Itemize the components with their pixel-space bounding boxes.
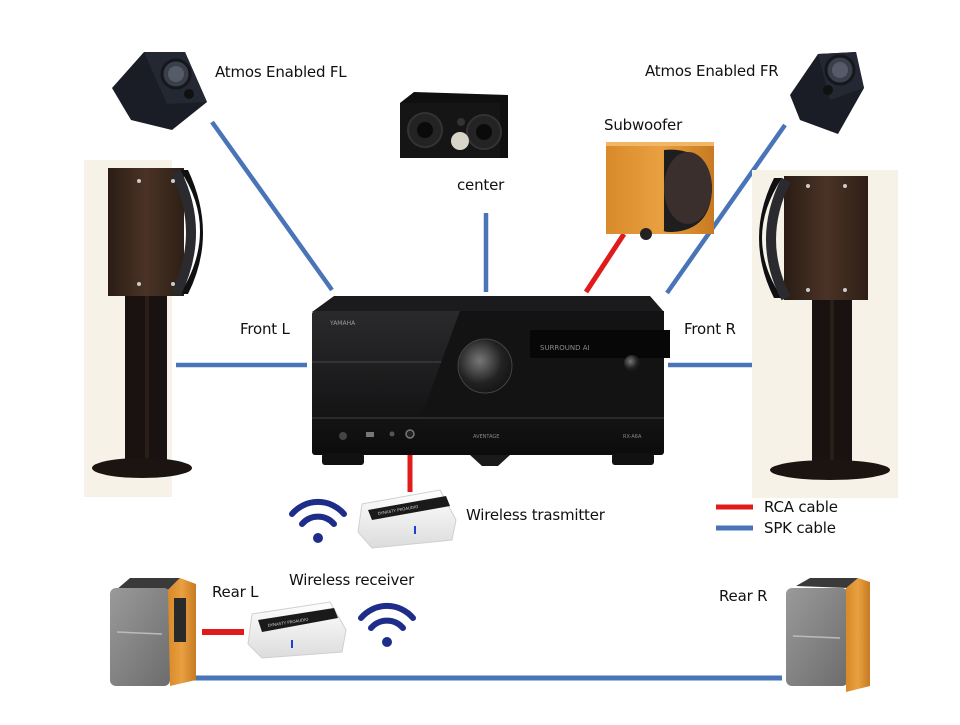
label-center: center: [457, 176, 505, 194]
label-rear-r: Rear R: [719, 587, 768, 605]
legend-label-rca: RCA cable: [764, 498, 838, 516]
scene-knob[interactable]: [624, 355, 640, 371]
atmos-fr-speaker: [790, 52, 864, 134]
av-receiver: SURROUND AI YAMAHA AVENTAGE RX-A6A: [312, 296, 670, 466]
rca-cables: [202, 232, 627, 635]
label-rear-l: Rear L: [212, 583, 259, 601]
receiver-display: SURROUND AI: [540, 344, 590, 352]
label-front-r: Front R: [684, 320, 736, 338]
front-l-speaker: [84, 160, 203, 497]
label-wireless-transmitter: Wireless trasmitter: [466, 506, 605, 524]
rear-l-speaker: [110, 578, 196, 686]
subwoofer-speaker: [606, 142, 714, 240]
label-subwoofer: Subwoofer: [604, 116, 683, 134]
power-button[interactable]: [339, 432, 347, 440]
receiver-model: RX-A6A: [623, 434, 642, 440]
label-front-l: Front L: [240, 320, 290, 338]
phones-jack: [389, 431, 395, 437]
front-r-speaker: [752, 170, 898, 498]
receiver-badge: DYNASTY PROAUDIO: [267, 617, 308, 628]
spk-cables: [176, 120, 803, 681]
mic-jack: [405, 429, 415, 439]
usb-port: [366, 432, 374, 437]
cable-subwoofer: [583, 232, 627, 294]
legend-label-spk: SPK cable: [764, 519, 836, 537]
label-atmos-fl: Atmos Enabled FL: [215, 63, 347, 81]
legend: [716, 504, 753, 531]
label-wireless-receiver: Wireless receiver: [289, 571, 415, 589]
cable-atmos-fr: [665, 123, 787, 295]
rear-r-speaker: [786, 578, 870, 692]
receiver-brand: YAMAHA: [329, 320, 356, 327]
wifi-icon: [289, 498, 347, 543]
receiver-series: AVENTAGE: [473, 434, 499, 440]
center-speaker: [400, 92, 508, 158]
cable-atmos-fl: [210, 120, 334, 292]
wifi-icon: [358, 602, 416, 647]
wireless-receiver: DYNASTY PROAUDIO: [247, 601, 347, 659]
wireless-transmitter: DYNASTY PROAUDIO: [357, 489, 457, 549]
atmos-fl-speaker: [112, 52, 207, 130]
volume-knob[interactable]: [457, 338, 513, 394]
label-atmos-fr: Atmos Enabled FR: [645, 62, 779, 80]
